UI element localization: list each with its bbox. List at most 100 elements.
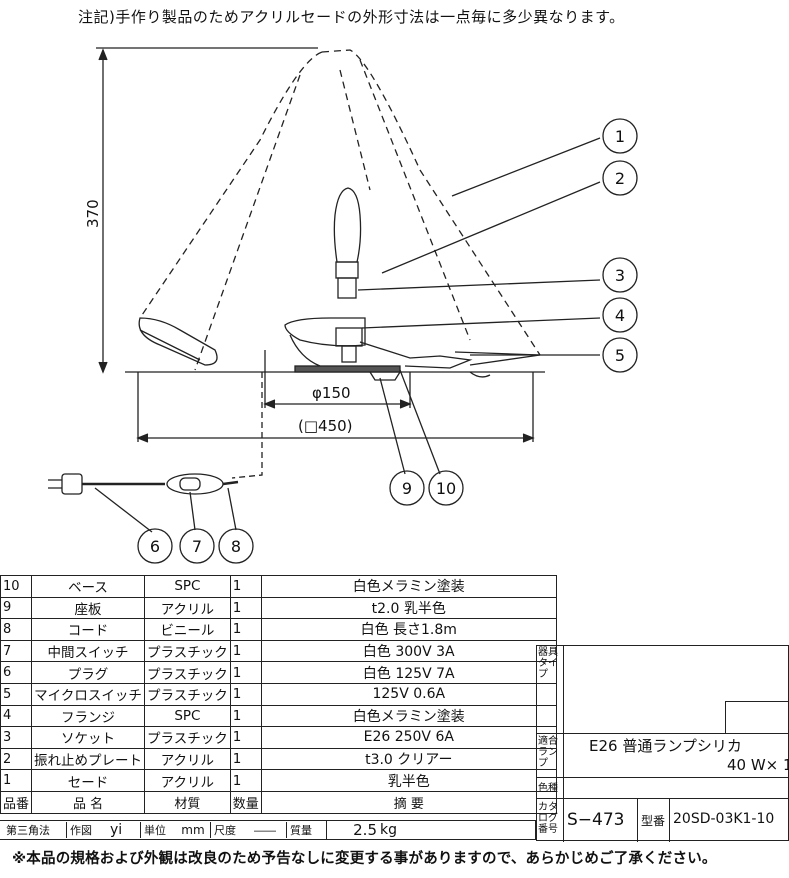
model-value: 20SD-03K1-10	[673, 811, 775, 827]
plug	[61, 473, 83, 495]
cell-name: 中間スイッチ	[31, 639, 146, 663]
lamp-value-line1: E26 普通ランプシリカ	[589, 737, 742, 755]
cell-qty: 1	[229, 747, 262, 771]
cell-no: 6	[0, 661, 33, 684]
cell-no: 7	[0, 639, 33, 663]
top-note: 注記)手作り製品のためアクリルセードの外形寸法は一点毎に多少異なります。	[78, 8, 625, 26]
cell-qty: 1	[229, 596, 262, 620]
unit-label: 単位	[140, 822, 176, 838]
cell-qty: 1	[229, 618, 262, 641]
cell-mat: 材質	[144, 790, 231, 814]
callout-2	[602, 160, 638, 196]
cell-name: ベース	[31, 575, 146, 598]
micro-switch	[359, 341, 473, 369]
callout-label: 2	[615, 169, 625, 188]
callout-7	[179, 528, 215, 564]
cell-qty: 1	[229, 575, 262, 598]
base-plate	[294, 365, 401, 373]
scale-value: ――	[254, 823, 276, 837]
cell-name: コード	[31, 618, 146, 641]
callout-label: 9	[402, 479, 412, 498]
callout-6	[137, 528, 173, 564]
projection-label: 第三角法	[6, 824, 50, 837]
bottom-note: ※本品の規格および外観は改良のため予告なしに変更する事がありますので、あらかじめ…	[12, 851, 717, 867]
unit-value: mm	[181, 823, 205, 837]
cell-no: 8	[0, 618, 33, 641]
flange	[284, 317, 366, 347]
shade-left-edge	[139, 51, 323, 319]
cell-qty: 1	[229, 726, 262, 749]
cell-name: フランジ	[31, 704, 146, 728]
cell-no: 品番	[0, 790, 33, 814]
cell-qty: 数量	[229, 790, 262, 814]
cell-qty: 1	[229, 704, 262, 728]
lamp-drawing: 1 2 3 4 5 6 7 8 9 10 370 φ150 (□450)	[48, 47, 638, 564]
lamp-label: 適合ランプ	[538, 736, 558, 769]
callout-9	[389, 470, 425, 506]
cell-name: 振れ止めプレート	[31, 747, 146, 771]
cell-rem: 摘 要	[260, 790, 557, 814]
cell-rem: 白色 125V 7A	[260, 661, 557, 684]
socket	[335, 261, 359, 279]
callout-label: 10	[436, 479, 456, 498]
cell-mat: ビニール	[144, 618, 231, 641]
color-label: 色種	[538, 783, 558, 794]
callout-label: 8	[231, 537, 241, 556]
cell-no: 5	[0, 682, 33, 706]
cell-qty: 1	[229, 682, 262, 706]
cell-name: ソケット	[31, 726, 146, 749]
cell-mat: プラスチック	[144, 682, 231, 706]
callout-8	[218, 528, 254, 564]
cell-rem: E26 250V 6A	[260, 726, 557, 749]
cell-name: プラグ	[31, 661, 146, 684]
model-label: 型番	[641, 814, 666, 828]
catalog-label: カタログ番号	[538, 802, 558, 835]
cell-rem: t2.0 乳半色	[260, 596, 557, 620]
diameter-dim-label: φ150	[312, 384, 351, 402]
bulb	[333, 187, 362, 263]
cell-no: 3	[0, 726, 33, 749]
fixture-type-label: 器具タイプ	[538, 647, 558, 680]
callout-5	[602, 337, 638, 373]
cell-rem: t3.0 クリアー	[260, 747, 557, 771]
scale-label: 尺度	[210, 822, 244, 838]
cell-qty: 1	[229, 661, 262, 684]
width-dim-label: (□450)	[298, 417, 353, 435]
cell-rem: 乳半色	[260, 769, 557, 792]
callout-label: 7	[192, 537, 202, 556]
callout-label: 1	[615, 127, 625, 146]
cell-no: 2	[0, 747, 33, 771]
cell-name: 座板	[31, 596, 146, 620]
cell-qty: 1	[229, 769, 262, 792]
cell-mat: SPC	[144, 575, 231, 598]
cell-mat: アクリル	[144, 747, 231, 771]
height-dim-label: 370	[84, 199, 102, 228]
table-header-row: 品番品 名材質数量摘 要	[0, 790, 557, 814]
callout-1	[602, 118, 638, 154]
plug-pins	[48, 479, 62, 489]
cell-no: 4	[0, 704, 33, 728]
drawn-label: 作図	[66, 822, 110, 838]
cell-rem: 125V 0.6A	[260, 682, 557, 706]
callout-3	[602, 257, 638, 293]
title-block: 器具タイプ 適合ランプ E26 普通ランプシリカ 40 W× 1 色種 カタログ…	[536, 645, 789, 842]
cell-rem: 白色 300V 3A	[260, 639, 557, 663]
cell-qty: 1	[229, 639, 262, 663]
callout-label: 5	[615, 346, 625, 365]
cell-rem: 白色メラミン塗装	[260, 575, 557, 598]
cell-rem: 白色 長さ1.8m	[260, 618, 557, 641]
cell-no: 9	[0, 596, 33, 620]
cell-name: セード	[31, 769, 146, 792]
inline-switch	[166, 473, 224, 495]
shade-lip-left	[138, 317, 218, 366]
weight-unit: kg	[380, 822, 397, 838]
cell-mat: プラスチック	[144, 661, 231, 684]
lamp-value-line2: 40 W× 1	[727, 756, 789, 774]
cell-mat: プラスチック	[144, 639, 231, 663]
